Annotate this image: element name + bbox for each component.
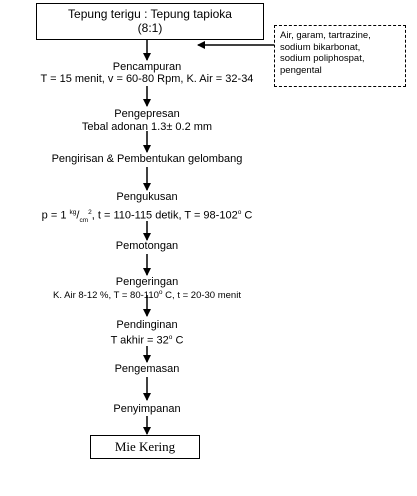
step-pengirisan-label: Pengirisan & Pembentukan gelombang [51,153,243,165]
final-product-label: Mie Kering [114,439,176,454]
step-pengemasan-label: Pengemasan [114,363,180,375]
step-pengukusan-detail: p = 1 kg/cm2, t = 110-115 detik, T = 98-… [41,209,253,224]
step-pengepresan-detail: Tebal adonan 1,3± 0,2 mm [81,121,213,130]
step-pengeringan-label: Pengeringan [115,276,179,288]
additives-box: Air, garam, tartrazine, sodium bikarbona… [274,25,406,87]
step-pendinginan-label: Pendinginan [116,319,178,331]
step-pemotongan-label: Pemotongan [115,240,179,252]
step-pengukusan-label: Pengukusan [116,191,178,203]
step-pencampuran-detail: T = 15 menit, v = 60-80 Rpm, K. Air = 32… [40,73,254,85]
additives-line: sodium poliphospat, [280,53,365,64]
raw-material-ratio: (8:1) [137,21,163,35]
raw-material-label: Tepung terigu : Tepung tapioka [68,7,232,21]
step-pendinginan-detail: T akhir = 32o C [110,334,184,347]
step-pencampuran-label: Pencampuran [112,61,182,73]
raw-material-box: Tepung terigu : Tepung tapioka (8:1) [36,3,264,40]
step-pengeringan-detail: K. Air 8-12 %, T = 80-110o C, t = 20-30 … [53,289,241,302]
additives-line: Air, garam, tartrazine, [280,30,371,41]
additives-line: pengental [280,64,322,76]
step-pengepresan-label: Pengepresan [114,108,180,120]
final-product-box: Mie Kering [90,435,200,459]
additives-line: sodium bikarbonat, [280,41,361,53]
step-penyimpanan-label: Penyimpanan [113,403,181,415]
